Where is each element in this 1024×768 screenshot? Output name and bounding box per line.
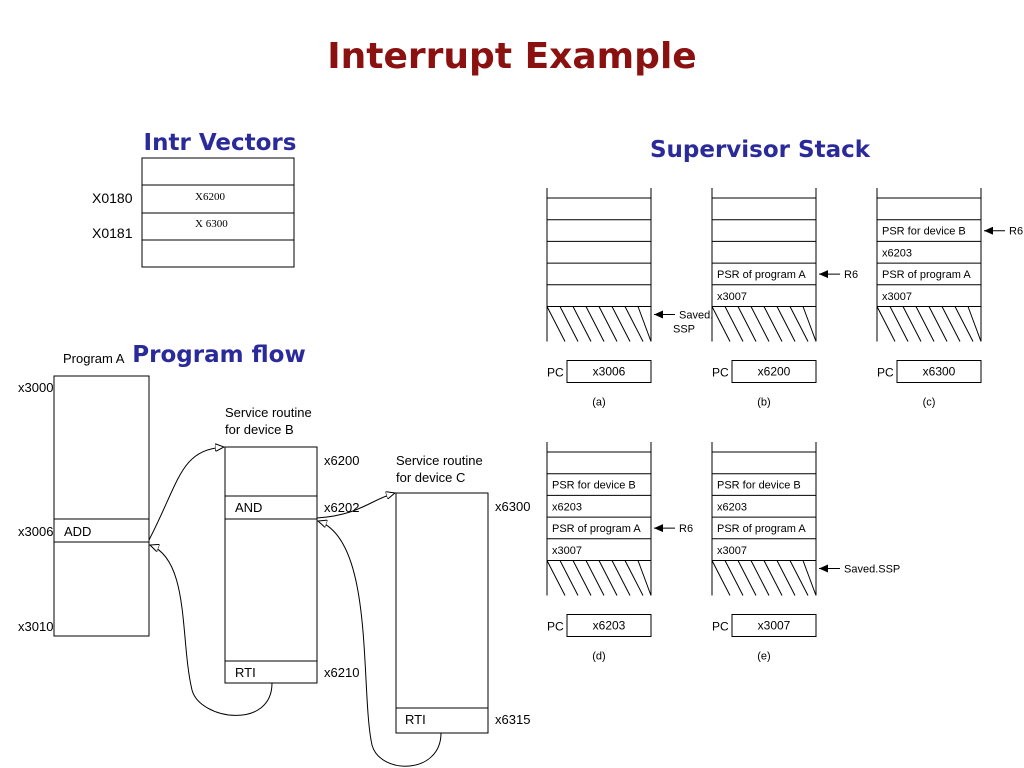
routine-b-and-addr: x6202 [324,500,359,515]
routine-c-block [395,492,489,734]
stack-hatch [546,560,652,596]
pc-value: x6200 [758,365,791,379]
stack-snapshot: Saved. SSP PC x3006 (a) [546,188,713,409]
stack-caption: (a) [592,397,605,409]
vector-value-0181: X 6300 [195,218,228,230]
routine-c-label-2: for device C [396,470,465,485]
stack-entry: PSR of program A [717,269,806,281]
flow-arrow-c-return-to-b [318,521,442,767]
stack-pointer-label: R6 [844,269,858,281]
pc-label: PC [712,366,729,380]
stack-hatch [711,306,817,342]
stack-entry: x3007 [552,545,582,557]
routine-b-rti-addr: x6210 [324,665,359,680]
pc-label: PC [712,620,729,634]
supervisor-stack-heading: Supervisor Stack [650,137,871,163]
routine-c-start-addr: x6300 [495,499,530,514]
stack-entry: x6203 [552,501,582,513]
pc-box [566,360,652,383]
stack-entry: x3007 [717,291,747,303]
flow-arrow-a-to-b [148,447,224,541]
pc-value: x6300 [923,365,956,379]
stack-pointer-label: R6 [679,523,693,535]
routine-b-label-1: Service routine [225,405,312,420]
program-a-end-addr: x3010 [18,619,53,634]
program-a-start-addr: x3000 [18,380,53,395]
pc-label: PC [877,366,894,380]
stack-caption: (d) [592,651,605,663]
pc-box [731,614,817,637]
stack-entry: PSR for device B [717,480,801,492]
pc-value: x3007 [758,619,791,633]
stack-entry: PSR for device B [882,226,966,238]
routine-b-block [224,446,318,684]
stack-caption: (c) [923,397,936,409]
intr-vectors-table [141,157,295,268]
stack-entry: x3007 [717,545,747,557]
pc-box [896,360,982,383]
stack-hatch [546,306,652,342]
routine-c-rti-instr: RTI [405,712,426,727]
program-a-add-addr: x3006 [18,524,53,539]
routine-b-and-instr: AND [235,500,262,515]
routine-c-label-1: Service routine [396,453,483,468]
routine-b-label-2: for device B [225,422,294,437]
vector-value-0180: X6200 [195,191,225,203]
pc-box [731,360,817,383]
routine-b-rti-instr: RTI [235,665,256,680]
stack-entry: PSR of program A [882,269,971,281]
stack-hatch [876,306,982,342]
routine-b-start-addr: x6200 [324,453,359,468]
stack-entry: PSR for device B [552,480,636,492]
stack-entry: x3007 [882,291,912,303]
pc-value: x3006 [593,365,626,379]
flow-arrow-b-to-c [316,493,395,519]
stack-entry: x6203 [882,247,912,259]
vector-addr-0180: X0180 [92,190,133,206]
program-a-add-instr: ADD [64,524,91,539]
stack-caption: (e) [757,651,770,663]
stack-pointer-label: Saved. [679,310,713,322]
intr-vectors-heading: Intr Vectors [144,130,297,156]
stack-pointer-label: R6 [1009,226,1023,238]
program-a-label: Program A [63,351,125,366]
pc-label: PC [547,620,564,634]
pc-box [566,614,652,637]
stack-caption: (b) [757,397,770,409]
stack-hatch [711,560,817,596]
routine-c-rti-addr: x6315 [495,712,530,727]
flow-arrow-b-return-to-a [150,545,273,716]
stack-pointer-label-2: SSP [673,324,695,336]
vector-addr-0181: X0181 [92,225,133,241]
program-a-block [53,375,150,637]
program-flow-heading: Program flow [132,342,305,368]
stack-entry: PSR of program A [552,523,641,535]
stack-entry: x6203 [717,501,747,513]
pc-label: PC [547,366,564,380]
pc-value: x6203 [593,619,626,633]
stack-pointer-label: Saved.SSP [844,564,900,576]
page-title: Interrupt Example [327,36,696,77]
stack-entry: PSR of program A [717,523,806,535]
